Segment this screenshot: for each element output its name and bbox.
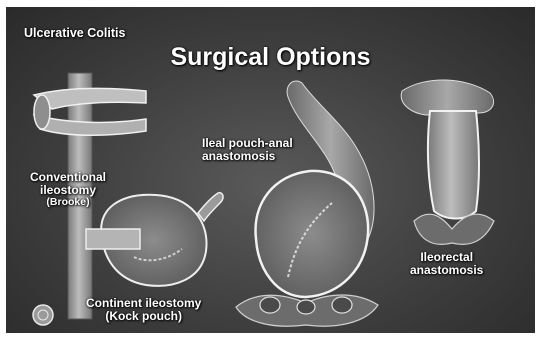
ipaa-drawing — [236, 81, 378, 326]
label-line: anastomosis — [202, 150, 293, 163]
label-line: ileostomy — [30, 184, 106, 197]
label-line: Ileal pouch-anal — [202, 137, 293, 150]
label-line: anastomosis — [410, 264, 483, 277]
page-title: Surgical Options — [6, 44, 535, 71]
slide: Ulcerative Colitis Surgical Options Conv… — [6, 7, 535, 333]
label-line: (Brooke) — [30, 197, 106, 208]
label-line: Continent ileostomy — [86, 297, 201, 310]
kock-pouch-drawing — [86, 193, 223, 286]
label-conventional-ileostomy: Conventional ileostomy (Brooke) — [30, 171, 106, 208]
label-ileal-pouch-anal-anastomosis: Ileal pouch-anal anastomosis — [202, 137, 293, 163]
seal-logo-icon — [33, 305, 53, 325]
corner-title: Ulcerative Colitis — [24, 27, 125, 41]
label-line: Ileorectal — [410, 251, 483, 264]
ileorectal-drawing — [401, 80, 494, 244]
label-continent-ileostomy: Continent ileostomy (Kock pouch) — [86, 297, 201, 323]
label-line: Conventional — [30, 171, 106, 184]
label-line: (Kock pouch) — [86, 310, 201, 323]
label-ileorectal-anastomosis: Ileorectal anastomosis — [410, 251, 483, 277]
